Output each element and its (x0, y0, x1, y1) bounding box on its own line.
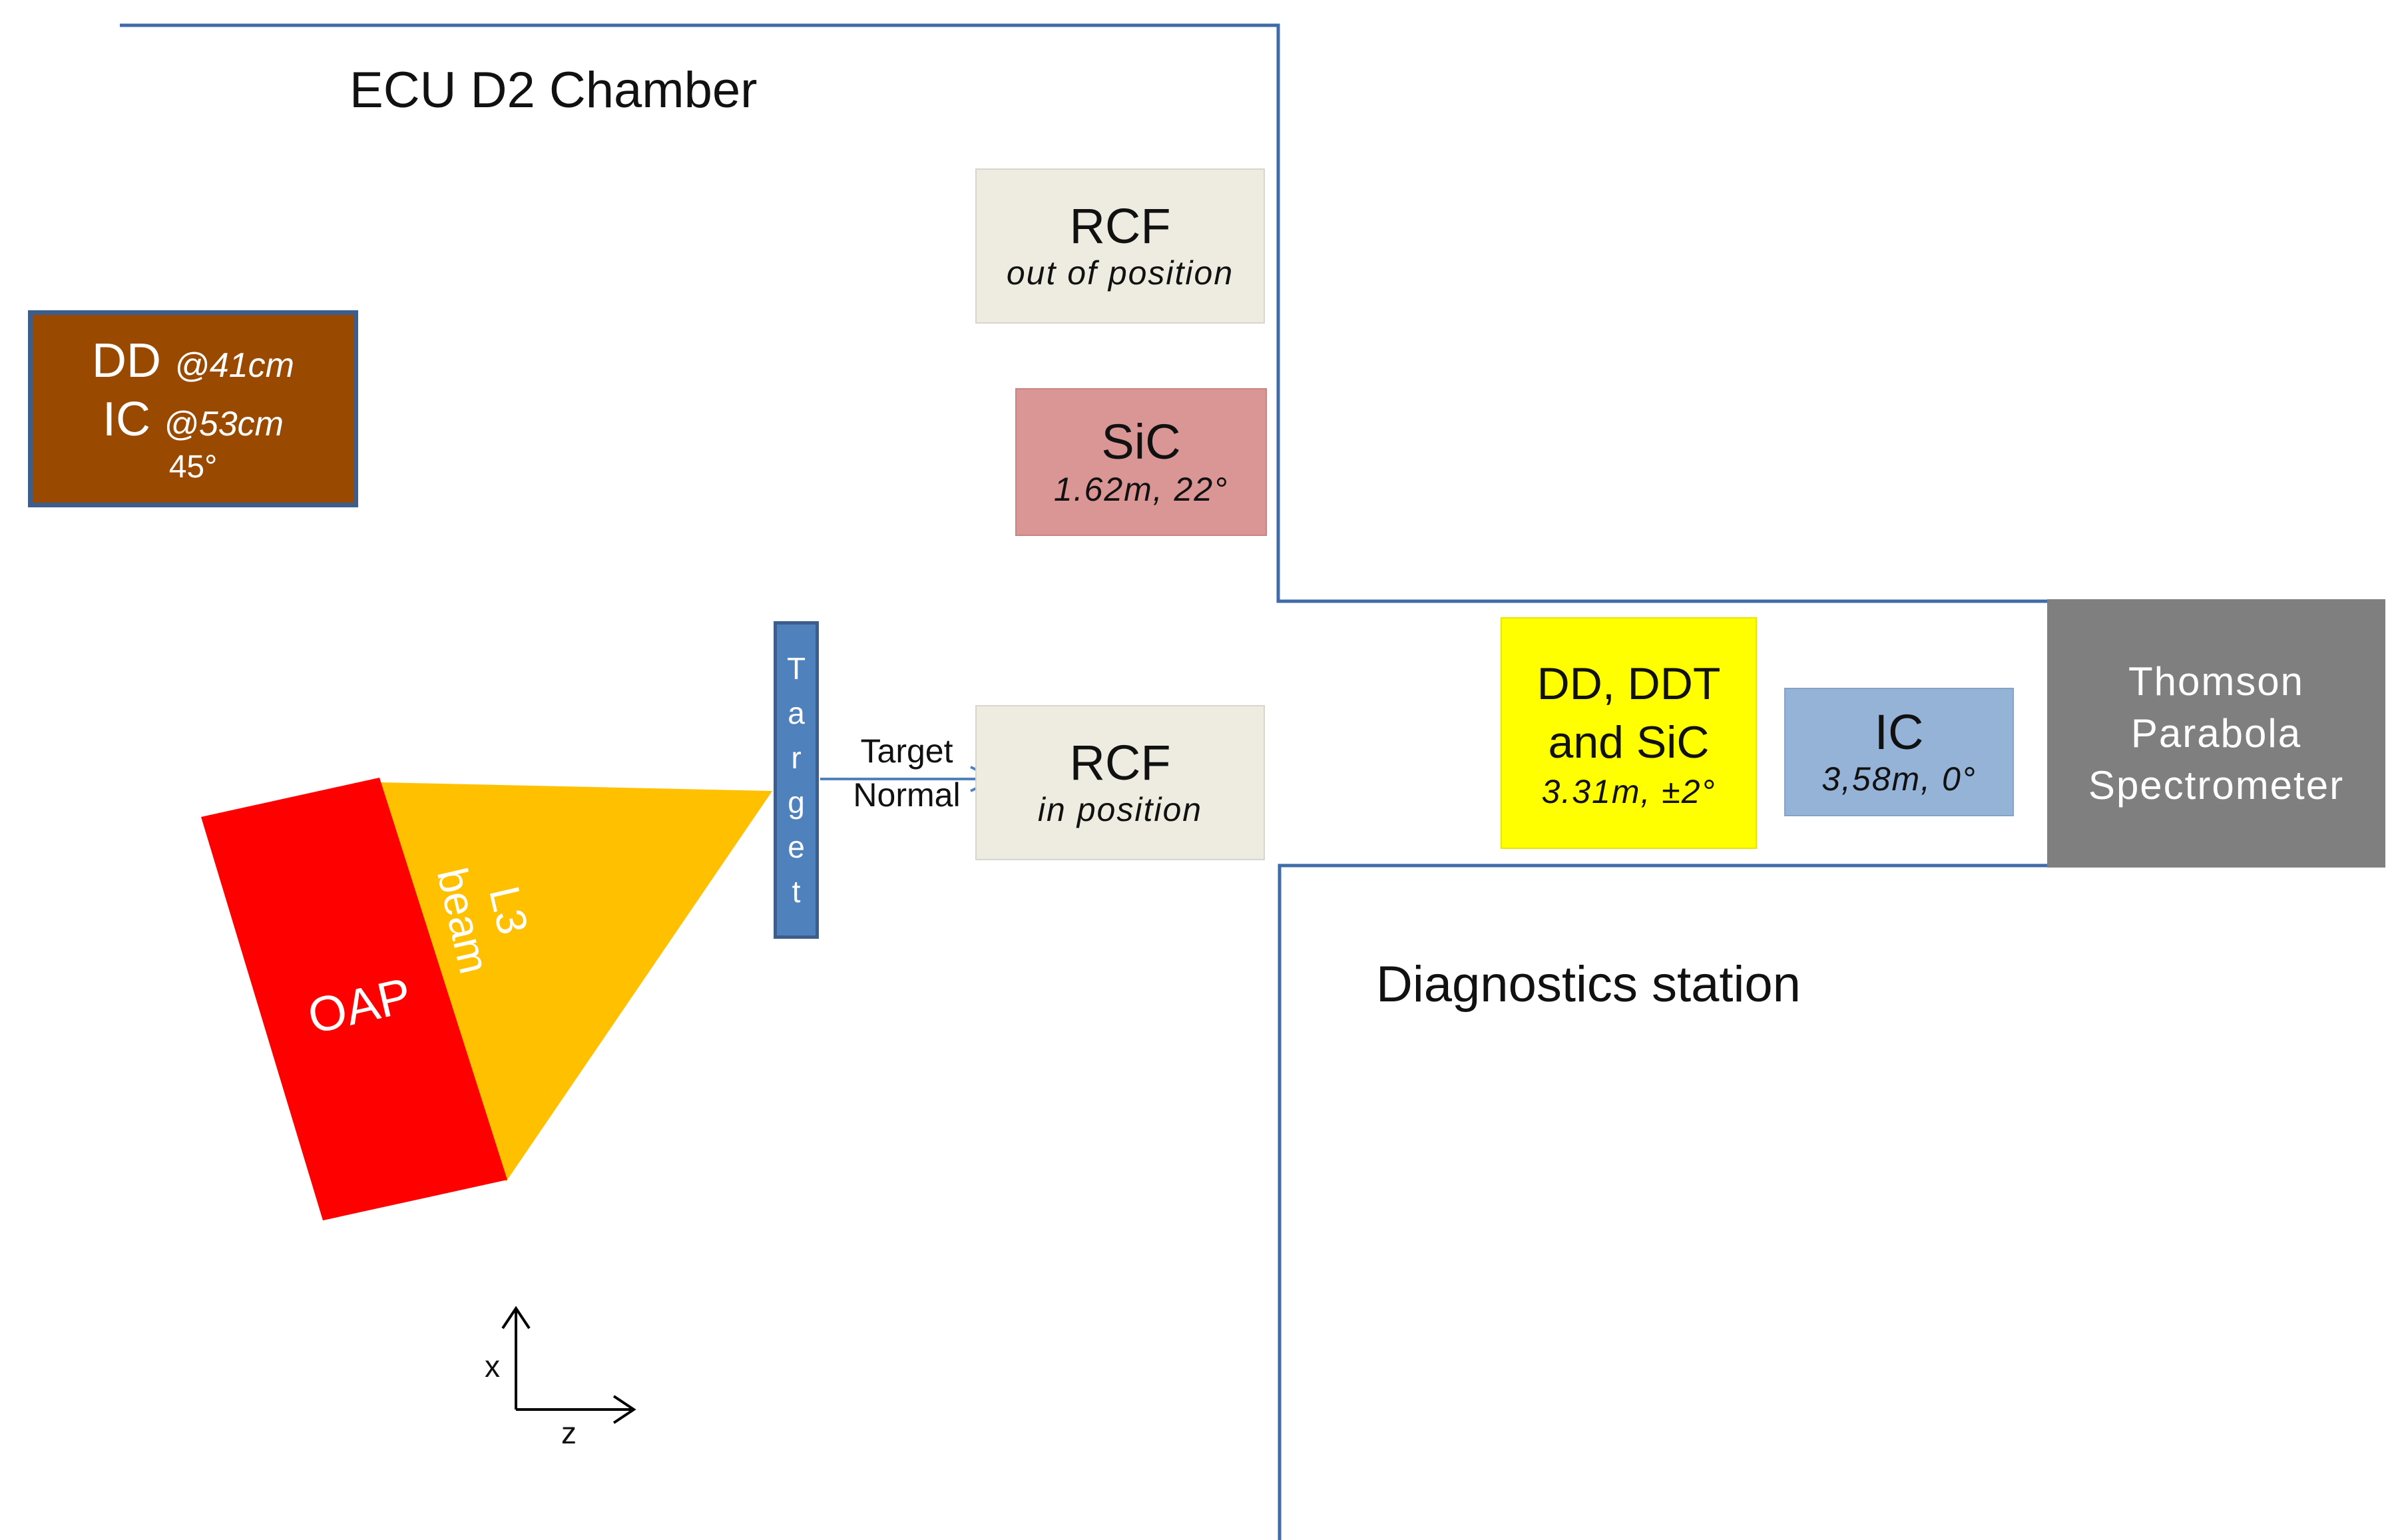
thomson-line2: Parabola (2130, 710, 2302, 756)
target-letter: T (786, 650, 806, 686)
ic-box: IC 3,58m, 0° (1784, 688, 2014, 816)
ic-box-sub: 3,58m, 0° (1821, 760, 1977, 798)
target-normal-line2: Normal (853, 776, 961, 814)
oap-mirror-shape (201, 778, 507, 1220)
target-letter: g (788, 784, 805, 820)
dd-label: DD (92, 334, 162, 387)
rcf-in-position-box: RCF in position (975, 705, 1265, 860)
sic-sub: 1.62m, 22° (1053, 470, 1229, 508)
thomson-parabola-box: Thomson Parabola Spectrometer (2047, 599, 2385, 868)
ic-box-label: IC (1874, 704, 1924, 760)
rcf-in-sub: in position (1037, 791, 1203, 829)
target-normal-line1: Target (860, 732, 953, 770)
chamber-wall-upper (120, 23, 2047, 603)
ic-line: IC @53cm (103, 391, 284, 449)
coordinate-axes (501, 1306, 636, 1424)
dd-ddt-sic-box: DD, DDT and SiC 3.31m, ±2° (1501, 617, 1757, 849)
dd-ic-box: DD @41cm IC @53cm 45° (28, 310, 358, 507)
ic-label: IC (103, 392, 151, 446)
sic-box: SiC 1.62m, 22° (1015, 388, 1267, 536)
chamber-title: ECU D2 Chamber (350, 62, 758, 119)
dd-distance: @41cm (174, 346, 294, 385)
station-title: Diagnostics station (1376, 956, 1801, 1013)
target-letter: r (791, 740, 802, 775)
dd-ddt-line2: and SiC (1548, 717, 1710, 768)
x-axis-label: x (485, 1349, 500, 1384)
target-bar: T a r g e t (774, 621, 819, 939)
rcf-out-label: RCF (1069, 198, 1171, 254)
l3-beam-shape (379, 782, 772, 1182)
target-letter: t (792, 874, 801, 909)
rcf-in-label: RCF (1069, 734, 1171, 790)
thomson-line3: Spectrometer (2088, 762, 2345, 808)
dd-ddt-line1: DD, DDT (1537, 658, 1721, 709)
sic-label: SiC (1101, 414, 1181, 470)
target-normal-label: Target Normal (840, 729, 973, 817)
ic-distance: @53cm (164, 404, 284, 443)
dd-ddt-sub: 3.31m, ±2° (1541, 773, 1716, 811)
chamber-wall-lower (1278, 864, 2047, 1540)
z-axis-label: z (561, 1415, 577, 1450)
dd-line: DD @41cm (92, 332, 294, 391)
rcf-out-of-position-box: RCF out of position (975, 168, 1265, 324)
beam-label: beam (427, 863, 499, 978)
dd-ic-angle: 45° (168, 449, 218, 485)
thomson-line1: Thomson (2128, 658, 2305, 704)
rcf-out-sub: out of position (1006, 254, 1234, 292)
target-letter: a (788, 695, 805, 730)
target-letter: e (788, 829, 805, 864)
